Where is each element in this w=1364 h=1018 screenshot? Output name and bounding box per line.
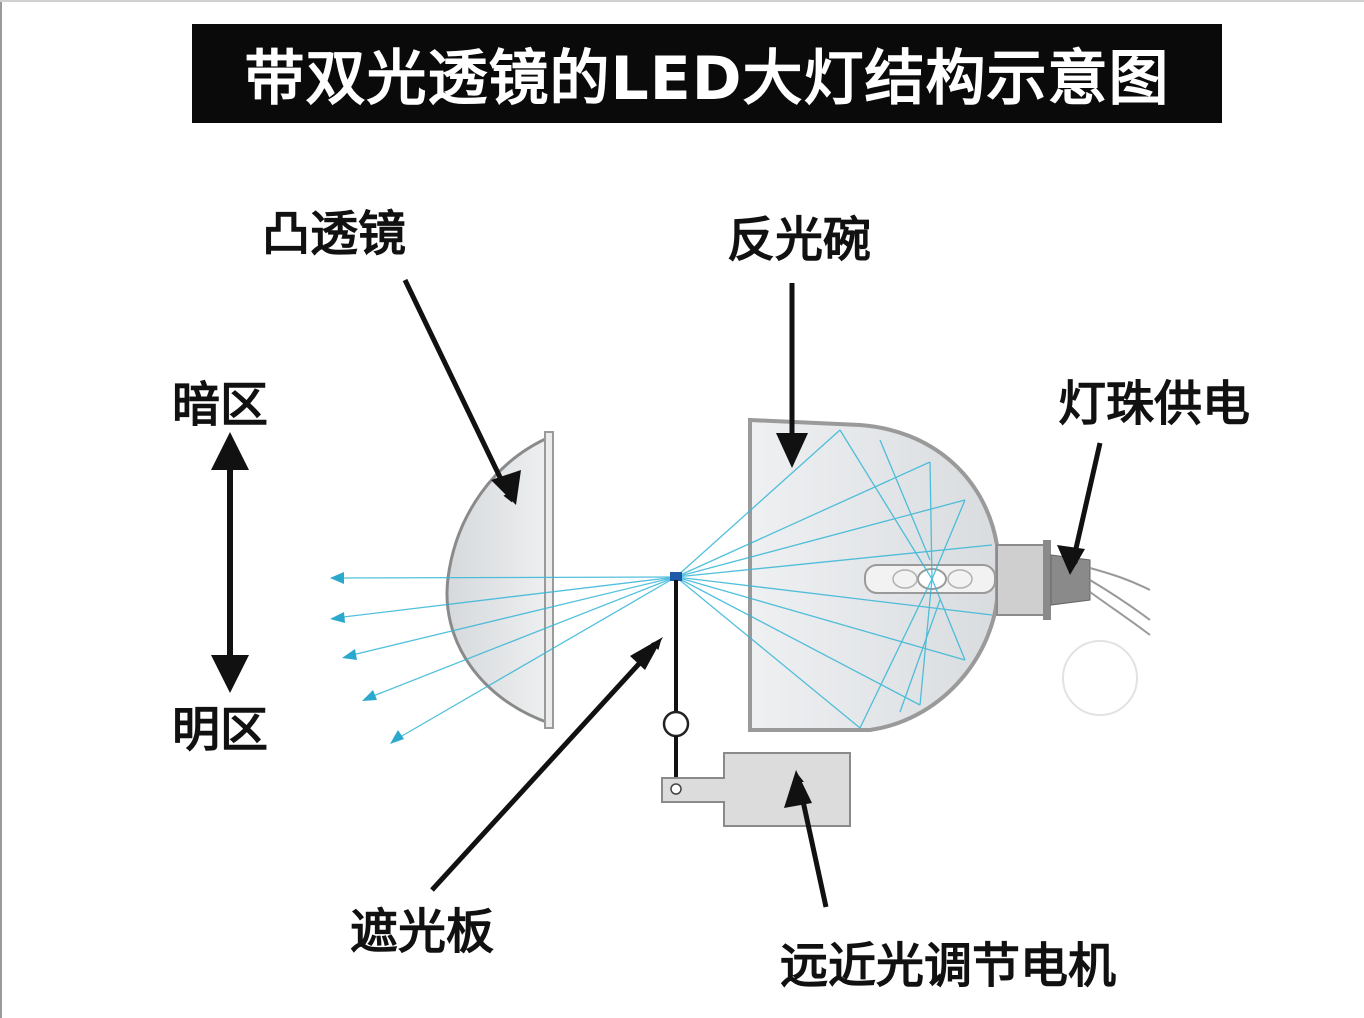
arrow-led-power: [1068, 442, 1103, 571]
ray-arrowheads: [330, 572, 404, 744]
led-chip-icon: [670, 572, 682, 581]
arrow-shade-plate: [430, 639, 662, 892]
label-dark-zone: 暗区: [172, 377, 269, 433]
label-convex-lens: 凸透镜: [262, 206, 407, 262]
callout-arrowheads: [491, 433, 1085, 808]
socket-icon: [996, 544, 1048, 616]
label-beam-motor: 远近光调节电机: [780, 938, 1117, 994]
dark-bright-arrow: [211, 432, 249, 693]
frame-left-edge: [0, 0, 2, 1018]
diagram-title: 带双光透镜的LED大灯结构示意图: [244, 44, 1170, 114]
faint-circle: [1062, 640, 1138, 716]
beam-adjust-motor: [661, 752, 851, 827]
label-led-power: 灯珠供电: [1058, 376, 1251, 432]
frame-top-edge: [0, 0, 1364, 2]
label-reflector-bowl: 反光碗: [727, 212, 872, 268]
bulb-assembly: [864, 540, 1151, 636]
label-bright-zone: 明区: [172, 702, 269, 758]
light-rays: [334, 429, 993, 741]
label-shade-plate: 遮光板: [350, 904, 495, 960]
title-banner: 带双光透镜的LED大灯结构示意图: [192, 24, 1222, 123]
shade-plate: [662, 580, 690, 788]
arrow-convex-lens: [402, 278, 513, 503]
